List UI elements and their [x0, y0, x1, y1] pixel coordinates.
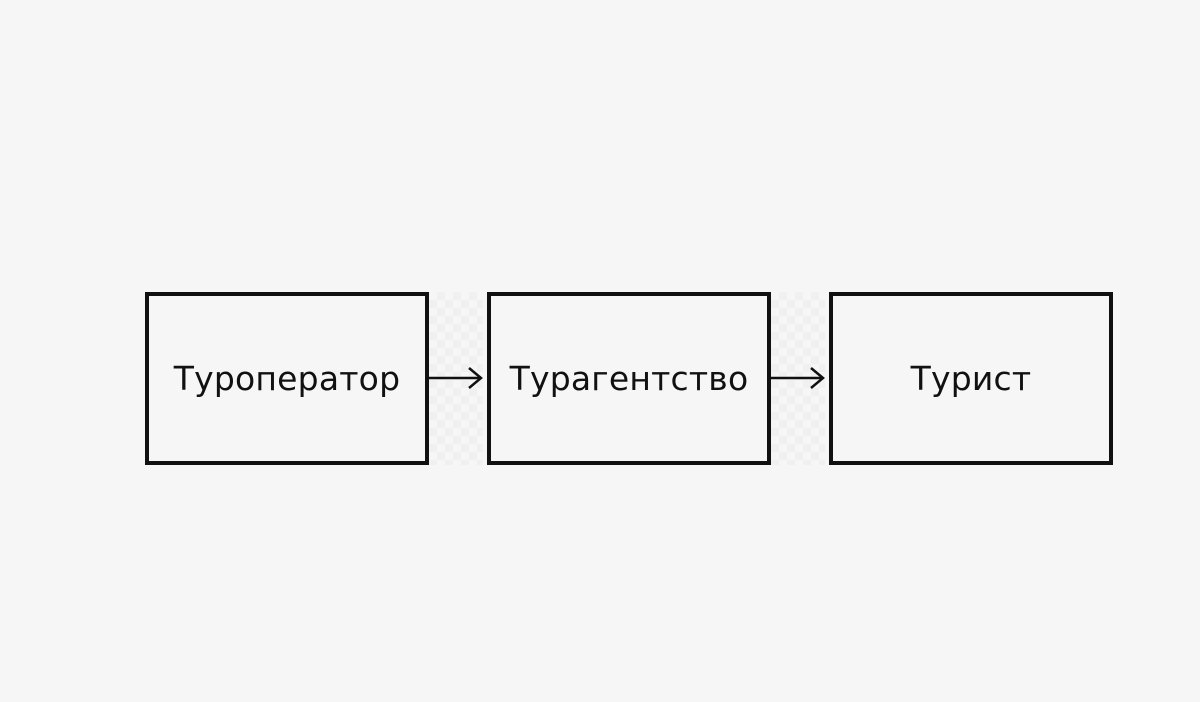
- arrow-icon: [427, 367, 483, 389]
- node-label: Турагентство: [509, 359, 749, 398]
- node-travel-agency: Турагентство: [487, 292, 771, 465]
- arrow-icon: [769, 367, 825, 389]
- node-label: Туроператор: [173, 359, 401, 398]
- node-tour-operator: Туроператор: [145, 292, 429, 465]
- node-label: Турист: [910, 359, 1032, 398]
- node-tourist: Турист: [829, 292, 1113, 465]
